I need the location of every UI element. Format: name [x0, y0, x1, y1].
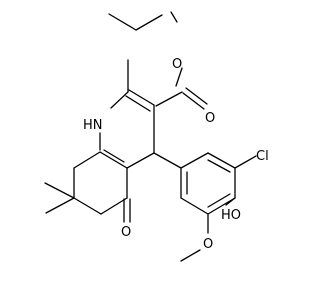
bond-c4-aryl [153, 152, 182, 169]
bond-ester-o-c [175, 67, 183, 87]
bond-ethyl-ch2-o [135, 14, 163, 31]
bond-ar3-cl [234, 155, 257, 169]
bond-ester-c-ring [155, 91, 183, 107]
bond-c8a-c8 [73, 151, 101, 169]
bond-c7-methyl-a [44, 182, 75, 199]
chlorine-label: Cl [256, 149, 269, 164]
molecular-structure-diagram: O O HN O Cl HO O [44, 11, 269, 262]
bond-ar4-ar5-double [207, 197, 236, 215]
atom-labels: O O HN O Cl HO O [83, 57, 269, 252]
bond-ar5-ar6 [180, 197, 209, 215]
bond-ester-c-double-o-1 [182, 92, 205, 110]
bond-ar1-ar2 [180, 152, 209, 169]
bond-c7-c6 [73, 197, 102, 215]
ketone-oxygen-label: O [121, 225, 131, 240]
bond-ester-c-double-o-2 [185, 87, 208, 105]
bond-ar2-ar3-double [207, 152, 236, 169]
bond-ar2-ar3-inner [207, 159, 231, 173]
nh-label: HN [83, 118, 103, 133]
bond-c7-methyl-b [45, 197, 75, 214]
bonds [44, 11, 257, 262]
bond-c2-c3-double-1 [128, 89, 155, 106]
bond-c6-c5 [100, 197, 128, 215]
bond-ester-o-ch2 [170, 11, 178, 23]
methoxy-oxygen-label: O [203, 237, 213, 252]
hydroxyl-label: HO [221, 208, 241, 223]
bond-c2-c3-double-2 [125, 95, 151, 112]
bond-ethyl-ch3-ch2 [108, 13, 137, 31]
bond-methoxy-o-ch3 [180, 249, 201, 262]
bond-c4a-c8a-double-2 [103, 149, 125, 163]
bond-c2-n [110, 91, 129, 109]
ester-ether-oxygen-label: O [172, 57, 182, 72]
bond-c4-c4a [126, 152, 155, 169]
ester-carbonyl-oxygen-label: O [205, 111, 215, 126]
bond-c4a-c8a-double-1 [99, 151, 128, 169]
bond-ar4-ar5-inner [207, 193, 231, 208]
